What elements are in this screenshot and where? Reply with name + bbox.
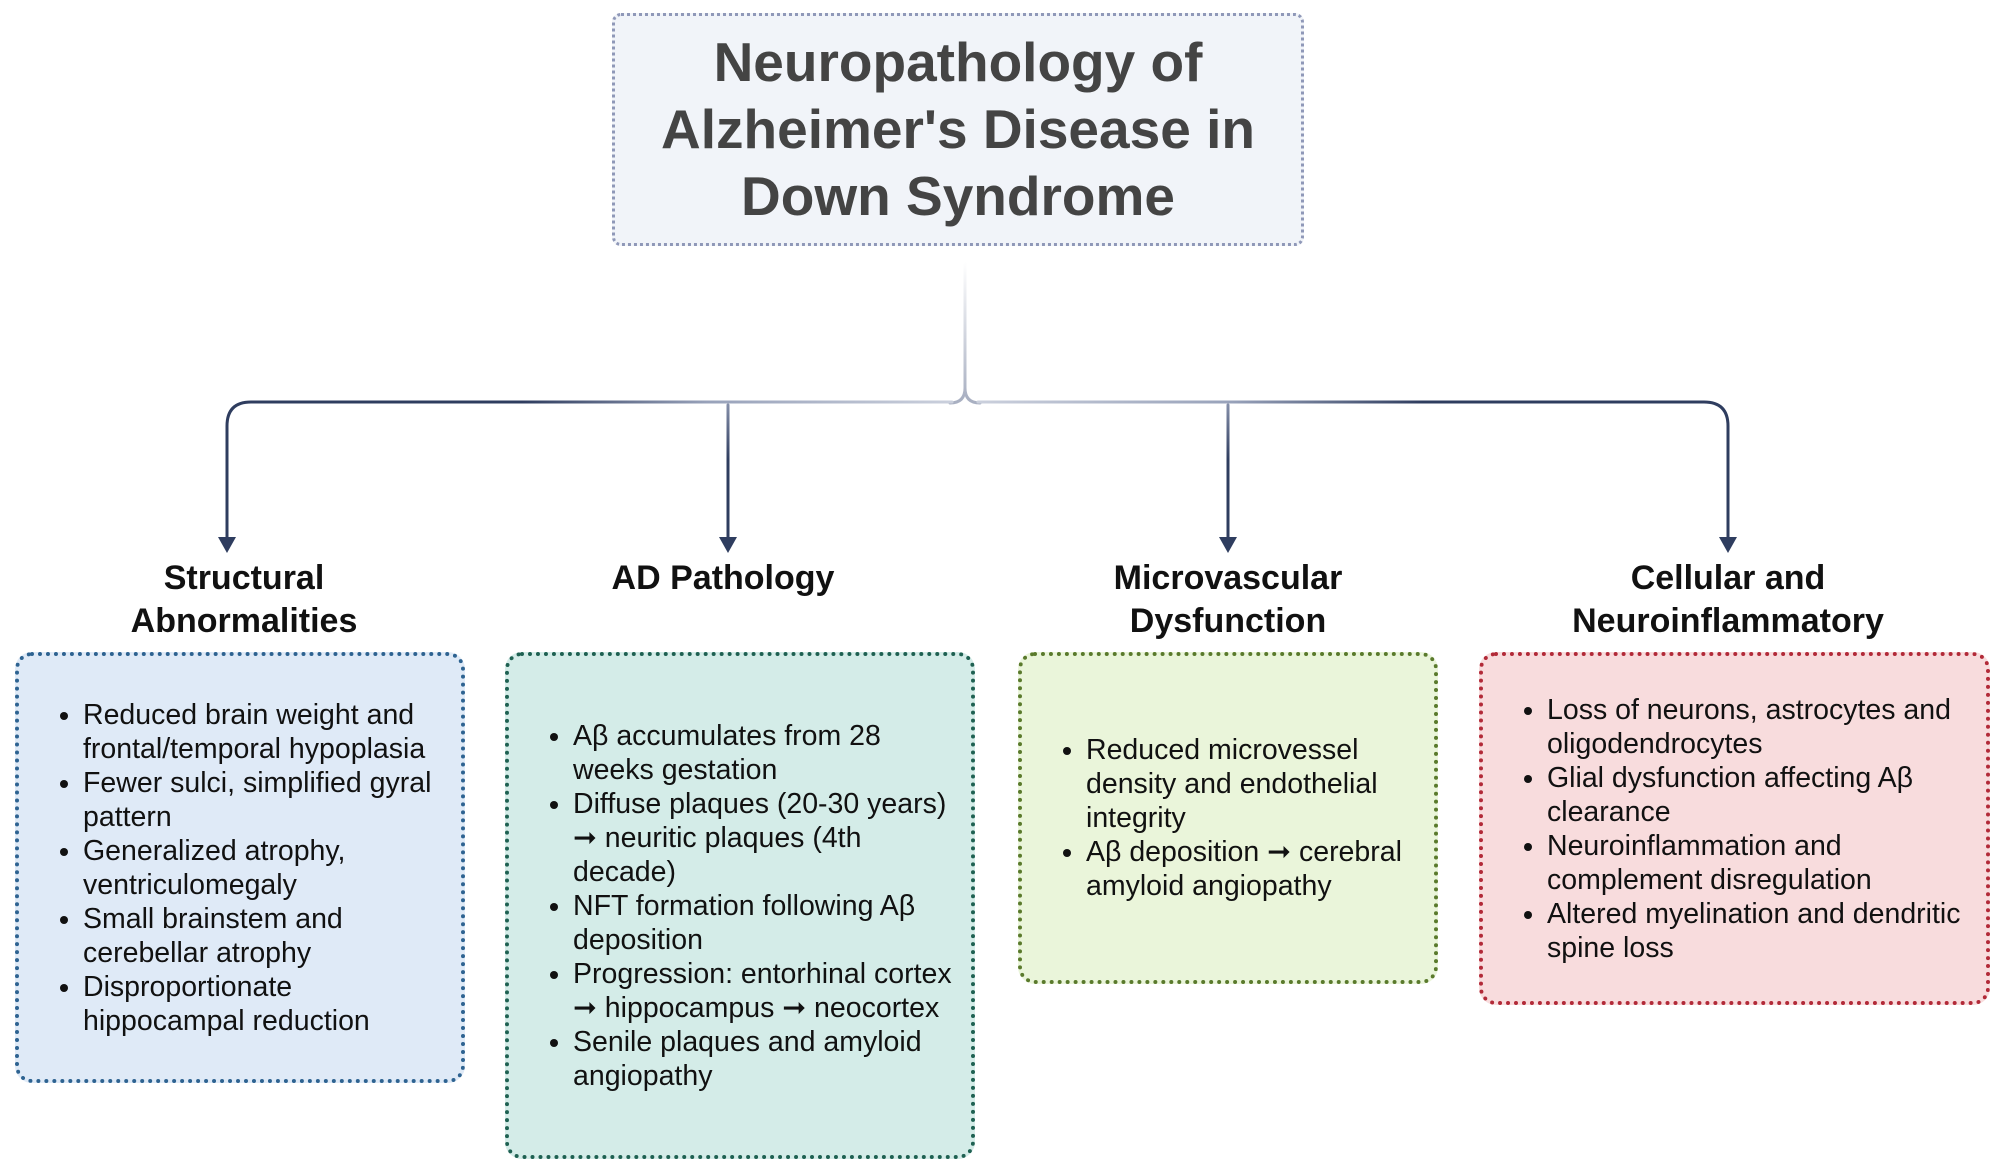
branch-line-right (976, 400, 1730, 540)
list-item: Disproportionate hippocampal reduction (83, 970, 461, 1038)
branch-card-ad-pathology: Aβ accumulates from 28 weeks gestation D… (505, 652, 975, 1159)
arrowhead-structural-icon (218, 537, 236, 553)
list-item: Reduced brain weight and frontal/tempora… (83, 698, 461, 766)
branch-card-cellular: Loss of neurons, astrocytes and oligoden… (1479, 652, 1990, 1005)
list-item: Progression: entorhinal cortex ➞ hippoca… (573, 957, 971, 1025)
list-item: Senile plaques and amyloid angiopathy (573, 1025, 971, 1093)
branch-list-ad-pathology: Aβ accumulates from 28 weeks gestation D… (509, 719, 971, 1093)
list-item: Diffuse plaques (20-30 years) ➞ neuritic… (573, 787, 971, 889)
list-item: Glial dysfunction affecting Aβ clearance (1547, 761, 1986, 829)
branch-line-left (225, 400, 954, 540)
diagram-title: Neuropathology of Alzheimer's Disease in… (661, 31, 1255, 227)
trunk-line (948, 260, 967, 405)
list-item: Altered myelination and dendritic spine … (1547, 897, 1986, 965)
branch-list-microvascular: Reduced microvessel density and endothel… (1022, 733, 1434, 903)
branch-heading-cellular: Cellular and Neuroinflammatory Changes (1572, 559, 1884, 640)
list-item: Neuroinflammation and complement disregu… (1547, 829, 1986, 897)
arrowhead-ad-pathology-icon (719, 537, 737, 553)
branch-card-structural: Reduced brain weight and frontal/tempora… (15, 652, 465, 1083)
branch-list-cellular: Loss of neurons, astrocytes and oligoden… (1483, 693, 1986, 965)
trunk-line-right (963, 260, 982, 405)
list-item: Loss of neurons, astrocytes and oligoden… (1547, 693, 1986, 761)
branch-heading-microvascular: Microvascular Dysfunction (1113, 559, 1343, 640)
list-item: NFT formation following Aβ deposition (573, 889, 971, 957)
list-item: Aβ accumulates from 28 weeks gestation (573, 719, 971, 787)
branch-heading-ad-pathology: AD Pathology (611, 559, 835, 597)
arrowhead-cellular-icon (1719, 537, 1737, 553)
list-item: Fewer sulci, simplified gyral pattern (83, 766, 461, 834)
branch-list-structural: Reduced brain weight and frontal/tempora… (19, 698, 461, 1038)
list-item: Generalized atrophy, ventriculomegaly (83, 834, 461, 902)
arrowhead-microvascular-icon (1219, 537, 1237, 553)
branch-card-microvascular: Reduced microvessel density and endothel… (1018, 652, 1438, 984)
list-item: Small brainstem and cerebellar atrophy (83, 902, 461, 970)
list-item: Aβ deposition ➞ cerebral amyloid angiopa… (1086, 835, 1434, 903)
branch-heading-structural: Structural Abnormalities (130, 559, 358, 640)
title-box: Neuropathology of Alzheimer's Disease in… (612, 13, 1304, 246)
list-item: Reduced microvessel density and endothel… (1086, 733, 1434, 835)
